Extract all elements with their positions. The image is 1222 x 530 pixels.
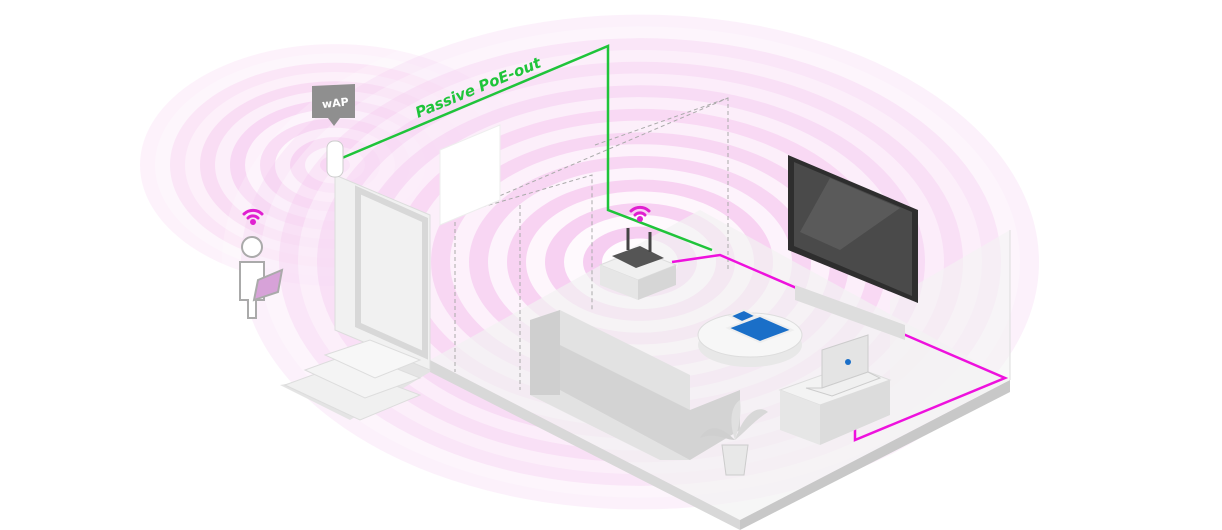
entrance-stairs: [283, 339, 422, 421]
wifi-icon: [629, 205, 651, 222]
laptop-icon: [805, 334, 882, 397]
tablet-icon: [725, 314, 795, 344]
tv-icon: [788, 155, 918, 340]
poe-cable: [341, 44, 713, 252]
plant-icon: [700, 400, 768, 476]
tablet-icon: [727, 308, 759, 324]
wap-tag: wAP: [321, 95, 349, 111]
entrance-door: [334, 124, 501, 371]
desk: [778, 334, 892, 445]
router-icon: [598, 228, 678, 300]
person-icon: [239, 236, 284, 319]
sofa: [530, 310, 740, 460]
coffee-table: [697, 308, 803, 367]
wifi-icon: [242, 208, 264, 225]
wap-device: wAP: [312, 84, 355, 178]
